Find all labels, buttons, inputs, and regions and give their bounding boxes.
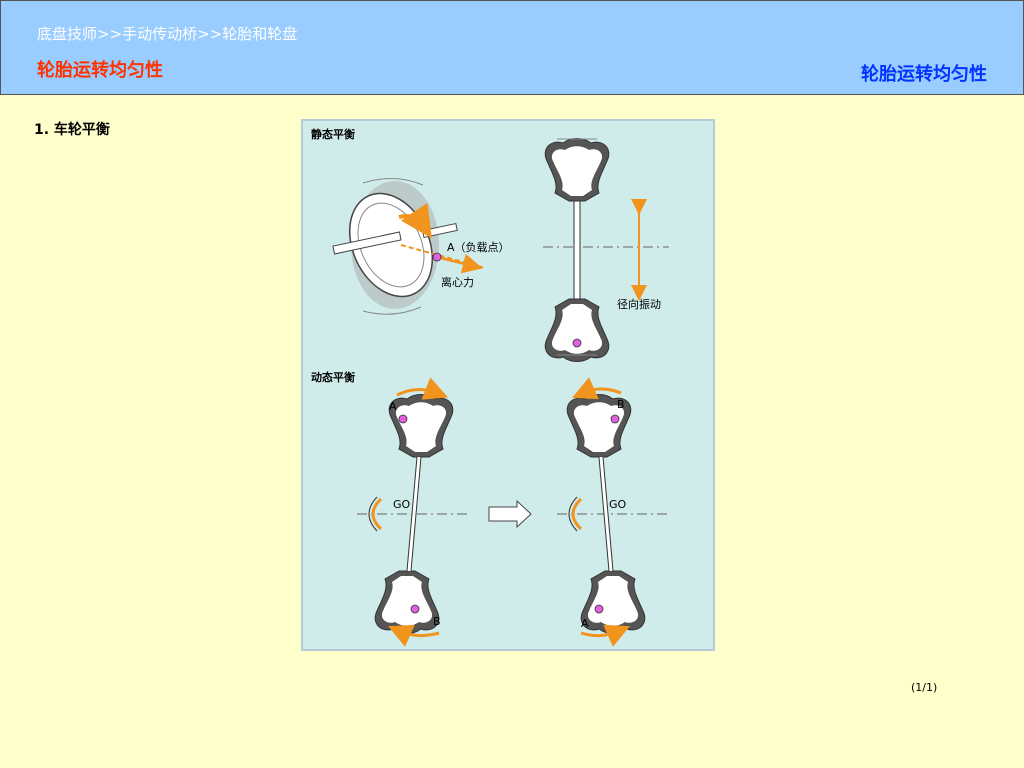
section-title: 轮胎运转均匀性 <box>861 64 987 85</box>
load-point-label: A（负载点） <box>447 240 510 254</box>
header-bar: 底盘技师>>手动传动桥>>轮胎和轮盘 轮胎运转均匀性 轮胎运转均匀性 <box>0 0 1024 95</box>
centrifugal-force-label: 离心力 <box>441 275 474 289</box>
wheel-balance-diagram: 静态平衡 A（负载点） 离心力 径向振动 <box>311 127 669 647</box>
dynamic-right-label-a: A <box>581 617 589 630</box>
page-indicator: (1/1) <box>911 681 938 694</box>
page-title: 轮胎运转均匀性 <box>37 60 163 81</box>
transition-arrow <box>488 499 532 529</box>
dynamic-tire-pair-left <box>357 377 469 647</box>
dynamic-balance-title: 动态平衡 <box>311 370 355 384</box>
radial-vibration-label: 径向振动 <box>617 297 661 311</box>
dynamic-tire-pair-right <box>557 377 669 647</box>
static-balance-title: 静态平衡 <box>311 127 355 141</box>
section-heading: 1. 车轮平衡 <box>34 122 110 138</box>
dynamic-right-label-b: B <box>617 398 625 411</box>
dynamic-left-label-b: B <box>433 615 441 628</box>
static-wheel-illustration <box>332 178 486 315</box>
wheel-balance-figure: 静态平衡 A（负载点） 离心力 径向振动 <box>301 119 715 651</box>
static-tire-pair <box>543 138 669 362</box>
breadcrumb: 底盘技师>>手动传动桥>>轮胎和轮盘 <box>37 25 298 43</box>
dynamic-left-go-label: GO <box>393 498 411 511</box>
dynamic-left-label-a: A <box>389 400 397 413</box>
dynamic-right-go-label: GO <box>609 498 627 511</box>
